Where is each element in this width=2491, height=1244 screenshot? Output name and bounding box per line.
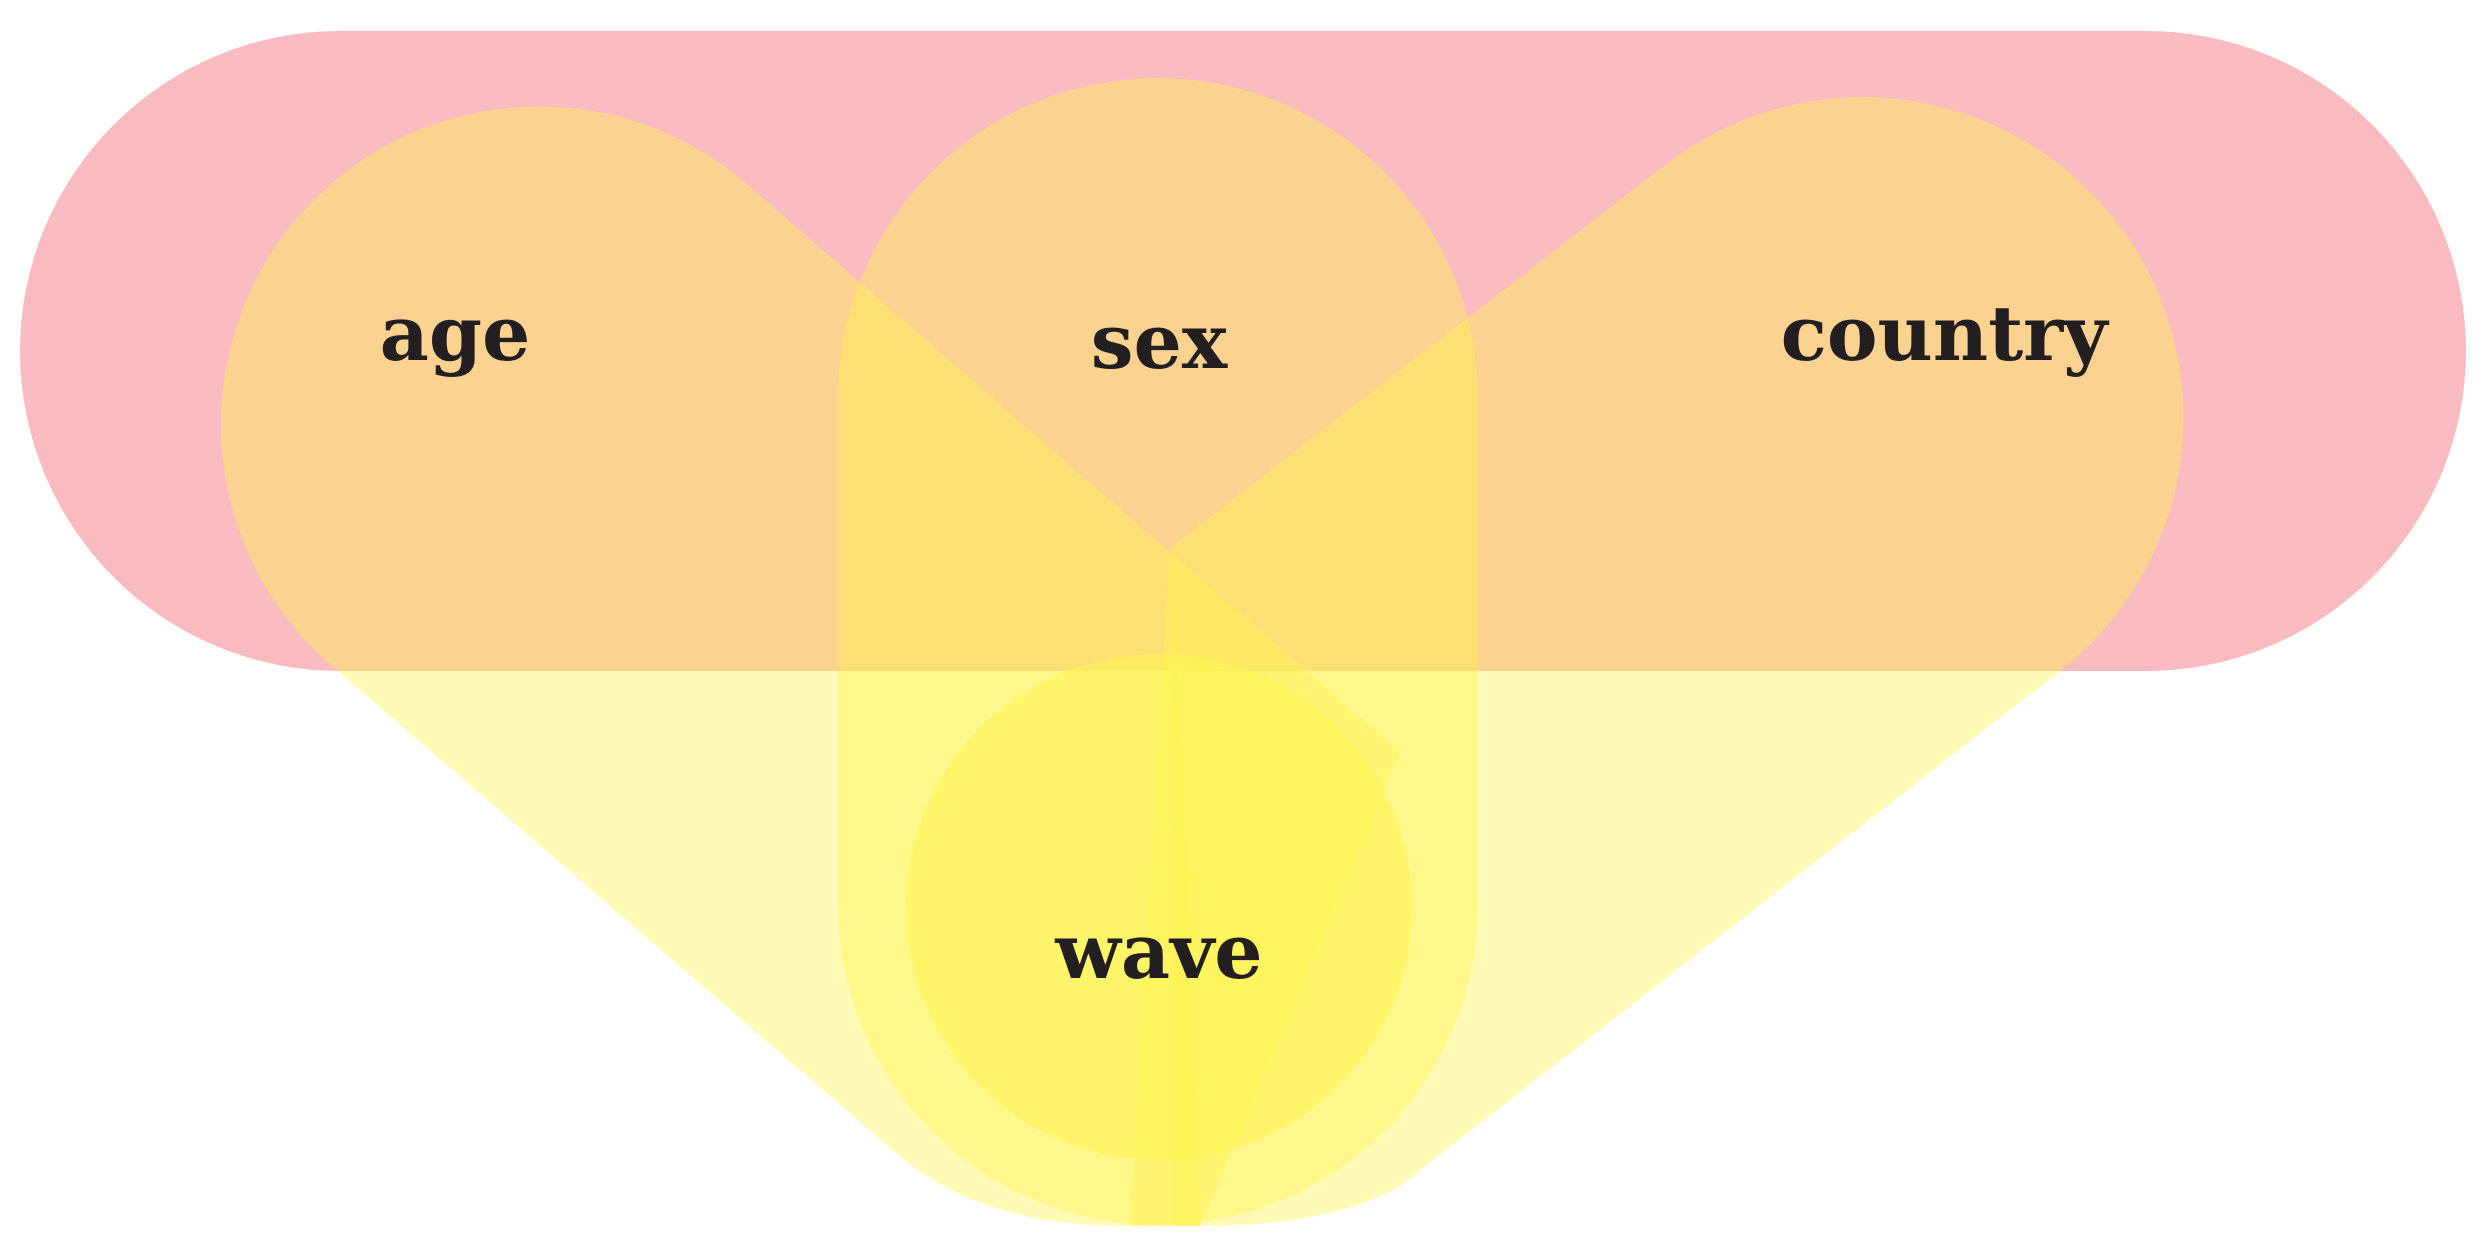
label-sex: sex (1091, 297, 1228, 386)
set-region-band (20, 31, 2466, 671)
label-wave: wave (1054, 907, 1262, 996)
label-age: age (380, 289, 531, 378)
wave-region-draw (906, 654, 1412, 1160)
label-country: country (1781, 289, 2110, 378)
